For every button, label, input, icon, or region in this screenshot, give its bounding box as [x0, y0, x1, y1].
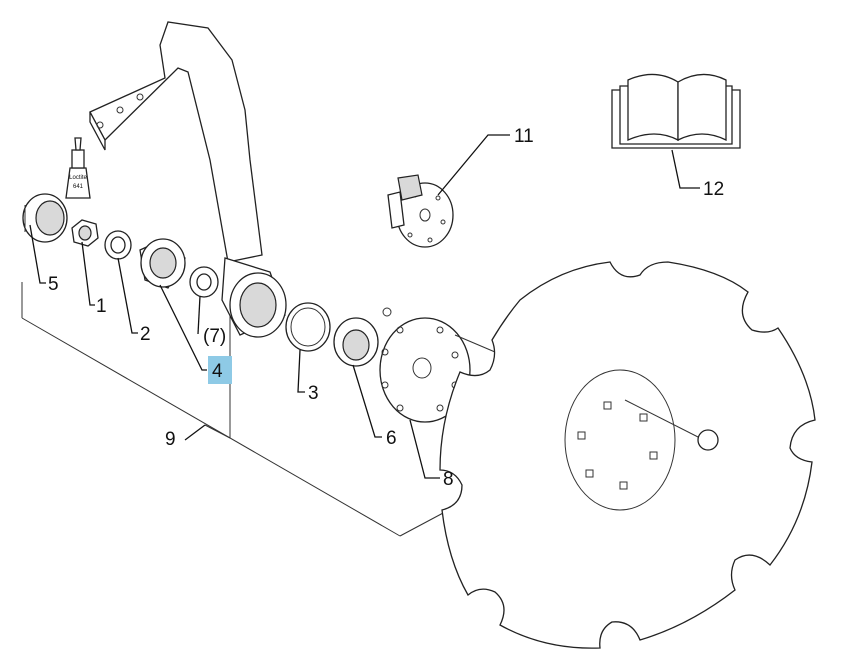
scalloped-disc — [439, 261, 816, 649]
bottle-label-line1: Loctite — [69, 175, 87, 181]
callout-4-highlight — [208, 356, 232, 384]
part-6-seal — [333, 317, 379, 367]
callout-4[interactable]: 4 — [212, 361, 223, 382]
part-8-hub-flange — [379, 307, 496, 423]
open-book-icon — [611, 73, 741, 149]
shank-arm — [89, 21, 263, 263]
callout-3[interactable]: 3 — [308, 383, 319, 404]
callout-2[interactable]: 2 — [140, 324, 151, 345]
callout-9[interactable]: 9 — [165, 429, 176, 450]
part-5-cap — [22, 193, 68, 243]
part-2-washer — [104, 230, 132, 260]
sensor-hub-icon — [387, 174, 454, 248]
part-7-washer — [189, 266, 219, 298]
callout-8[interactable]: 8 — [443, 469, 454, 490]
callout-11[interactable]: 11 — [514, 126, 534, 147]
callout-7[interactable]: (7) — [203, 326, 226, 347]
part-3-circlip — [285, 302, 331, 352]
part-1-nut — [71, 219, 99, 247]
callout-12[interactable]: 12 — [703, 179, 724, 200]
bottle-label-line2: 641 — [73, 184, 84, 190]
part-4-bearing — [139, 238, 186, 289]
adhesive-bottle-icon: Loctite 641 — [65, 137, 91, 199]
callout-6[interactable]: 6 — [386, 428, 397, 449]
hub-housing — [221, 257, 287, 338]
callout-1[interactable]: 1 — [96, 296, 107, 317]
callout-5[interactable]: 5 — [48, 274, 59, 295]
leader-lines — [29, 134, 700, 479]
